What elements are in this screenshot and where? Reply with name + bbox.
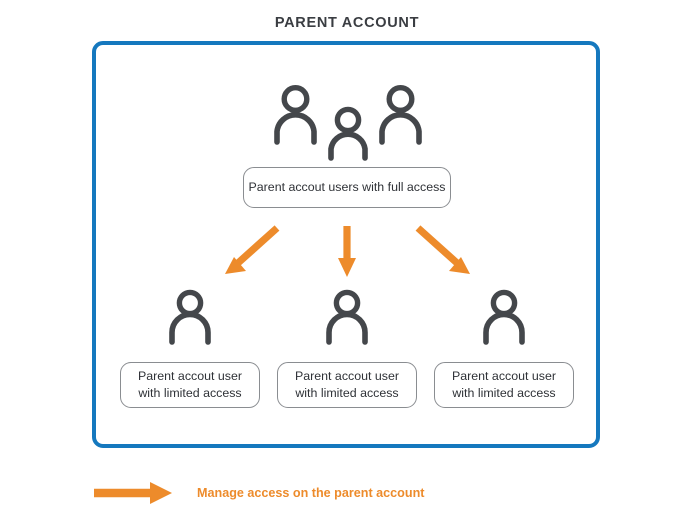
right-arrow-icon [92, 480, 184, 506]
child-user-label-box-3: Parent accout user with limited access [434, 362, 574, 408]
parent-users-label-box: Parent accout users with full access [243, 167, 451, 208]
child-label-lines-2: Parent accout user with limited access [295, 368, 399, 401]
child-label-line1-3: Parent accout user [451, 369, 556, 384]
legend-text: Manage access on the parent account [197, 486, 425, 500]
child-label-lines-1: Parent accout user with limited access [138, 368, 242, 401]
child-label-line2-3: with limited access [452, 386, 556, 400]
child-user-label-box-1: Parent accout user with limited access [120, 362, 260, 408]
child-label-line2-1: with limited access [138, 386, 242, 400]
child-label-line1-1: Parent accout user [137, 369, 242, 384]
parent-users-label-text: Parent accout users with full access [248, 180, 446, 195]
page-title: PARENT ACCOUNT [274, 15, 420, 31]
child-label-line2-2: with limited access [295, 386, 399, 400]
legend: Manage access on the parent account [92, 480, 512, 506]
child-user-label-box-2: Parent accout user with limited access [277, 362, 417, 408]
child-label-lines-3: Parent accout user with limited access [452, 368, 556, 401]
child-label-line1-2: Parent accout user [294, 369, 399, 384]
